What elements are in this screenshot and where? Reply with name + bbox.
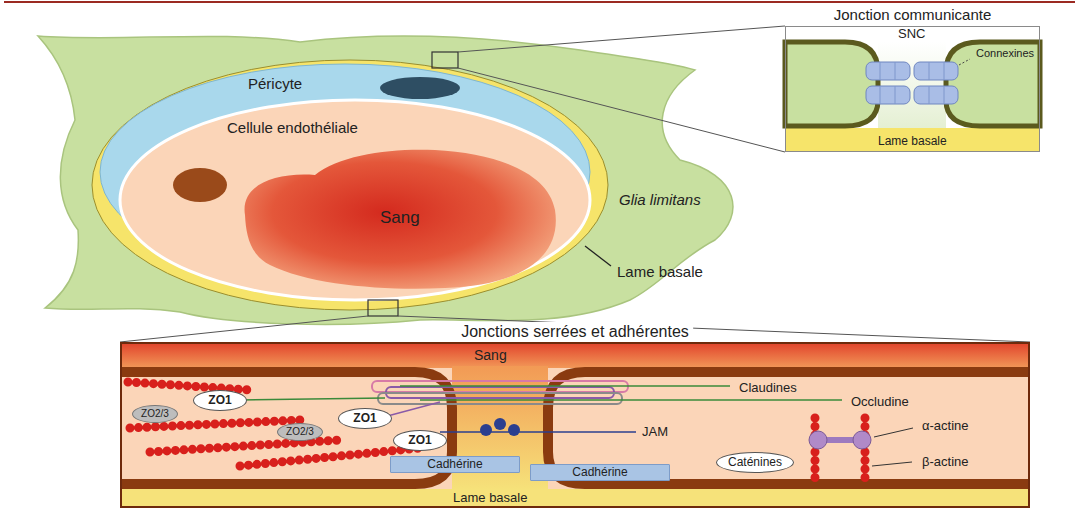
protein-ellipse: ZO1 (193, 390, 247, 411)
region-label: Sang (380, 208, 420, 228)
tight-junction-illustration (120, 342, 1030, 508)
protein-label: Claudines (739, 380, 797, 396)
protein-name: ZO1 (408, 433, 431, 447)
protein-name: Cadhérine (572, 465, 627, 479)
protein-ellipse: ZO2/3 (277, 423, 323, 441)
inset-heading: Jonction communicante (830, 6, 996, 24)
protein-ellipse: ZO1 (393, 430, 447, 451)
protein-label: Occludine (851, 394, 909, 410)
cell-label: Péricyte (248, 75, 302, 93)
protein-name: ZO1 (353, 411, 376, 425)
inset-panel: Jonctions serrées et adhérentesZO1ZO2/3Z… (120, 342, 1030, 508)
protein-name: ZO2/3 (286, 426, 314, 438)
part-label: Connexines (976, 47, 1034, 60)
region-label: Lame basale (878, 134, 947, 148)
inset-heading: Jonctions serrées et adhérentes (457, 322, 693, 341)
protein-name: Caténines (728, 455, 782, 469)
protein-box: Cadhérine (530, 464, 670, 481)
protein-box: Cadhérine (390, 456, 520, 473)
protein-name: Cadhérine (427, 457, 482, 471)
region-label: Sang (474, 347, 507, 364)
top-rule (4, 1, 1075, 3)
protein-label: β-actine (922, 454, 969, 470)
gap-junction-illustration (785, 26, 1040, 152)
protein-label: JAM (642, 424, 668, 440)
protein-name: ZO1 (208, 393, 231, 407)
protein-ellipse: Caténines (716, 452, 794, 473)
region-label: Glia limitans (619, 191, 701, 209)
protein-label: α-actine (922, 418, 969, 434)
vessel-illustration (38, 26, 1030, 342)
part-label: Lame basale (617, 263, 703, 281)
protein-name: ZO2/3 (141, 408, 169, 420)
cell-label: Cellule endothéliale (227, 119, 358, 137)
region-label: SNC (898, 26, 925, 42)
protein-ellipse: ZO2/3 (132, 405, 178, 423)
inset-panel: Jonction communicante (785, 26, 1040, 152)
protein-ellipse: ZO1 (338, 408, 392, 429)
region-label: Lame basale (453, 490, 527, 506)
